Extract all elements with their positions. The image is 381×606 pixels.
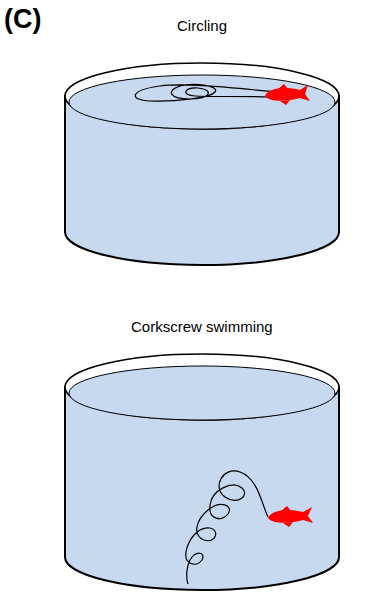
swim-path bbox=[186, 471, 268, 584]
condition-label: Circling bbox=[177, 17, 227, 34]
petri-dish bbox=[65, 63, 339, 265]
fish bbox=[265, 84, 310, 105]
fish bbox=[268, 506, 313, 527]
petri-dish bbox=[65, 354, 339, 590]
condition-label: Corkscrew swimming bbox=[131, 318, 273, 335]
swim-path bbox=[135, 84, 290, 101]
panel-letter: (C) bbox=[4, 4, 41, 35]
